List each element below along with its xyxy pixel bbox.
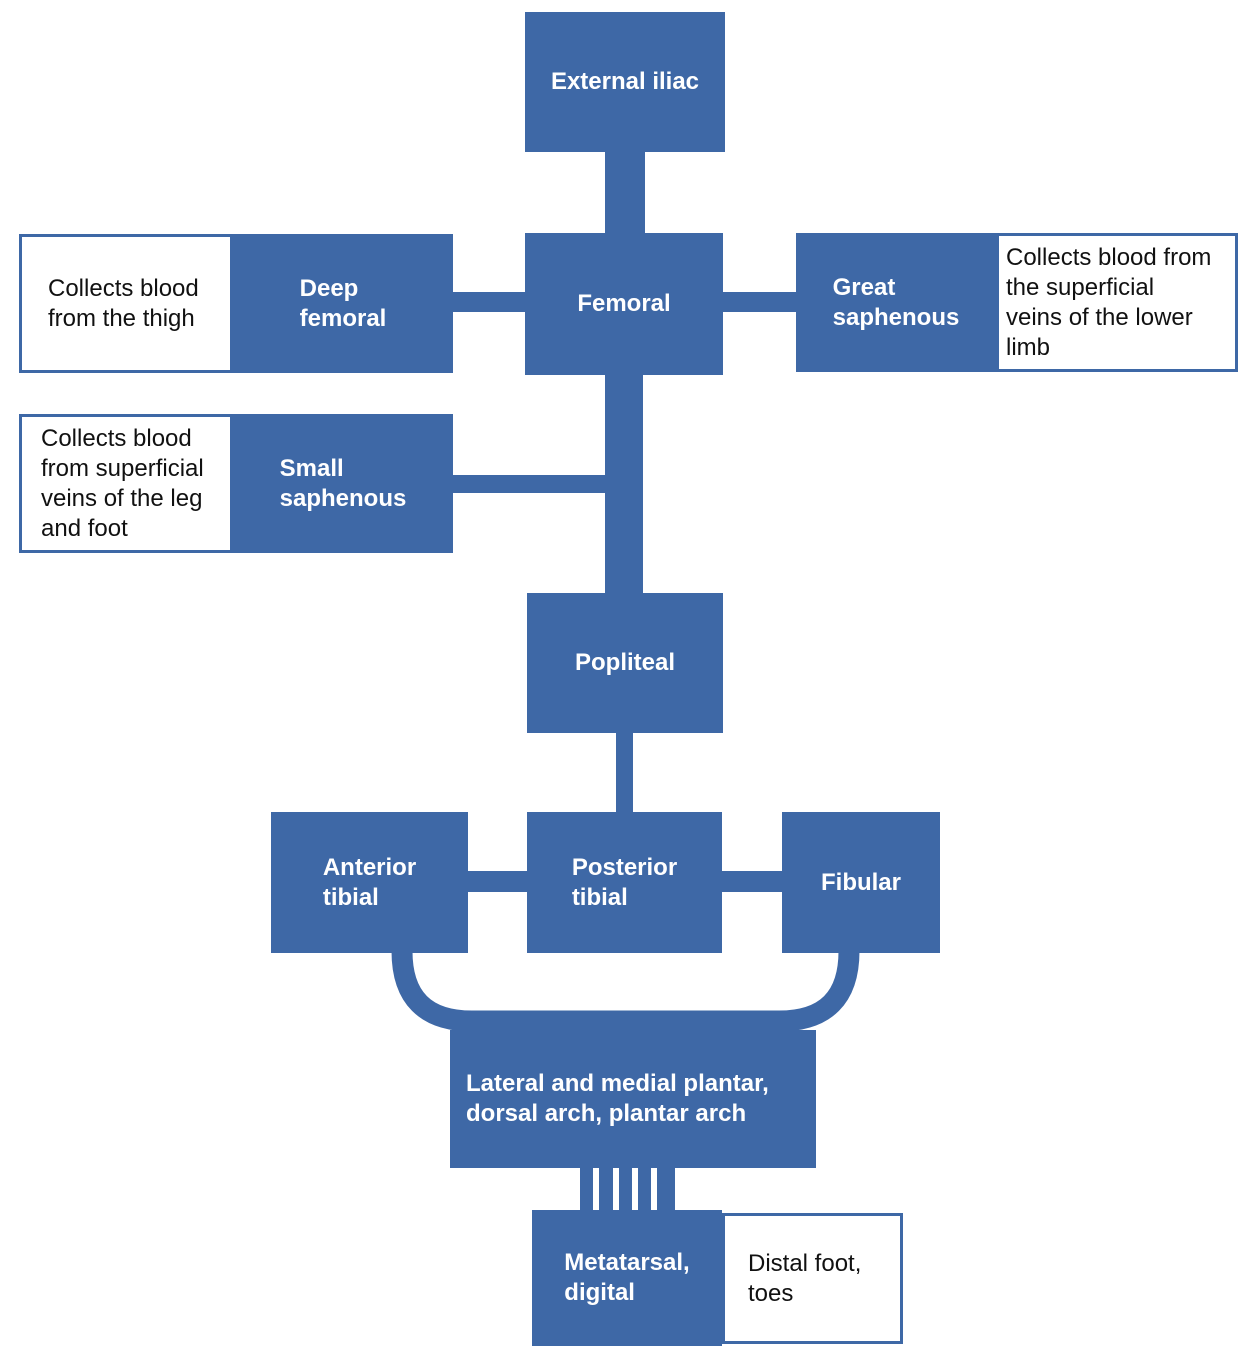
node-popliteal: Popliteal <box>527 593 723 733</box>
connector-external-iliac-femoral <box>605 150 645 235</box>
connector-small-saphenous-trunk <box>453 475 607 493</box>
note-metatarsal-digital-text: Distal foot, toes <box>748 1249 862 1307</box>
note-deep-femoral: Collects blood from the thigh <box>19 234 233 373</box>
node-great-saphenous: Great saphenous <box>796 233 996 372</box>
node-metatarsal-digital: Metatarsal, digital <box>532 1210 722 1346</box>
node-deep-femoral: Deep femoral <box>233 234 453 373</box>
node-external-iliac: External iliac <box>525 12 725 152</box>
note-metatarsal-digital: Distal foot, toes <box>722 1213 903 1344</box>
note-small-saphenous-text: Collects blood from superficial veins of… <box>41 424 204 542</box>
node-external-iliac-label: External iliac <box>550 68 700 95</box>
node-femoral: Femoral <box>525 233 723 375</box>
node-plantar-arches-label: Lateral and medial plantar, dorsal arch,… <box>466 1070 769 1127</box>
note-small-saphenous: Collects blood from superficial veins of… <box>19 414 233 553</box>
note-great-saphenous: Collects blood from the superficial vein… <box>996 233 1238 372</box>
stripe-gap <box>651 1168 657 1210</box>
stripe-gap <box>613 1168 619 1210</box>
node-plantar-arches: Lateral and medial plantar, dorsal arch,… <box>450 1030 816 1168</box>
node-great-saphenous-label: Great saphenous <box>832 273 960 331</box>
node-popliteal-label: Popliteal <box>574 649 676 676</box>
node-small-saphenous-label: Small saphenous <box>279 454 407 512</box>
node-metatarsal-digital-label: Metatarsal, digital <box>564 1249 690 1306</box>
connector-deep-femoral-femoral <box>453 292 527 312</box>
connector-plantar-metatarsal <box>580 1168 675 1210</box>
node-small-saphenous: Small saphenous <box>233 414 453 553</box>
node-anterior-tibial-label: Anterior tibial <box>322 853 417 911</box>
connector-anterior-posterior-tibial <box>468 871 527 892</box>
connector-popliteal-posterior-tibial <box>616 733 633 813</box>
connector-femoral-popliteal <box>605 373 643 593</box>
node-posterior-tibial: Posterior tibial <box>527 812 722 953</box>
node-anterior-tibial: Anterior tibial <box>271 812 468 953</box>
note-deep-femoral-text: Collects blood from the thigh <box>48 274 199 332</box>
stripe-gap <box>632 1168 638 1210</box>
node-deep-femoral-label: Deep femoral <box>299 274 387 332</box>
node-femoral-label: Femoral <box>577 290 671 317</box>
node-fibular: Fibular <box>782 812 940 953</box>
node-fibular-label: Fibular <box>820 868 901 896</box>
stripe-gap <box>593 1168 599 1210</box>
connector-posterior-tibial-fibular <box>722 871 782 892</box>
note-great-saphenous-text: Collects blood from the superficial vein… <box>1006 243 1212 361</box>
connector-femoral-great-saphenous <box>722 292 798 312</box>
node-posterior-tibial-label: Posterior tibial <box>571 853 678 911</box>
